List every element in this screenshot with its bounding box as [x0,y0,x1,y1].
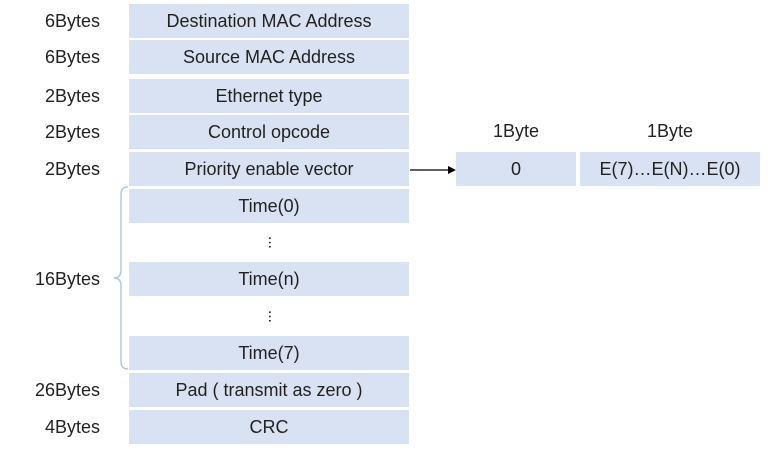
size-label-ethernet-type: 2Bytes [44,86,100,106]
vector-header-byte-0: 1Byte [492,121,540,141]
size-label-src-mac: 6Bytes [44,47,100,67]
size-label-control-opcode: 2Bytes [44,122,100,142]
time-group-brace [113,186,129,370]
field-ethernet-type: Ethernet type [129,79,409,113]
vector-header-byte-1: 1Byte [646,121,694,141]
field-priority-enable-vector: Priority enable vector [129,152,409,186]
field-pad: Pad ( transmit as zero ) [129,373,409,407]
size-label-time-group: 16Bytes [34,269,100,289]
size-label-priority-vector: 2Bytes [44,159,100,179]
ellipsis-vertical: ··· [129,299,409,333]
ellipsis-vertical: ··· [129,225,409,259]
vector-reserved-byte: 0 [456,152,576,186]
size-label-dest-mac: 6Bytes [44,11,100,31]
field-control-opcode: Control opcode [129,115,409,149]
field-time-7: Time(7) [129,336,409,370]
ellipsis-glyph: ··· [260,309,278,323]
field-crc: CRC [129,410,409,444]
field-time-n: Time(n) [129,262,409,296]
vector-enable-bits: E(7)…E(N)…E(0) [580,152,760,186]
field-source-mac: Source MAC Address [129,40,409,74]
ellipsis-glyph: ··· [260,235,278,249]
size-label-crc: 4Bytes [44,417,100,437]
arrow-right-icon [410,166,456,174]
field-time-0: Time(0) [129,189,409,223]
size-label-pad: 26Bytes [34,380,100,400]
field-destination-mac: Destination MAC Address [129,4,409,38]
